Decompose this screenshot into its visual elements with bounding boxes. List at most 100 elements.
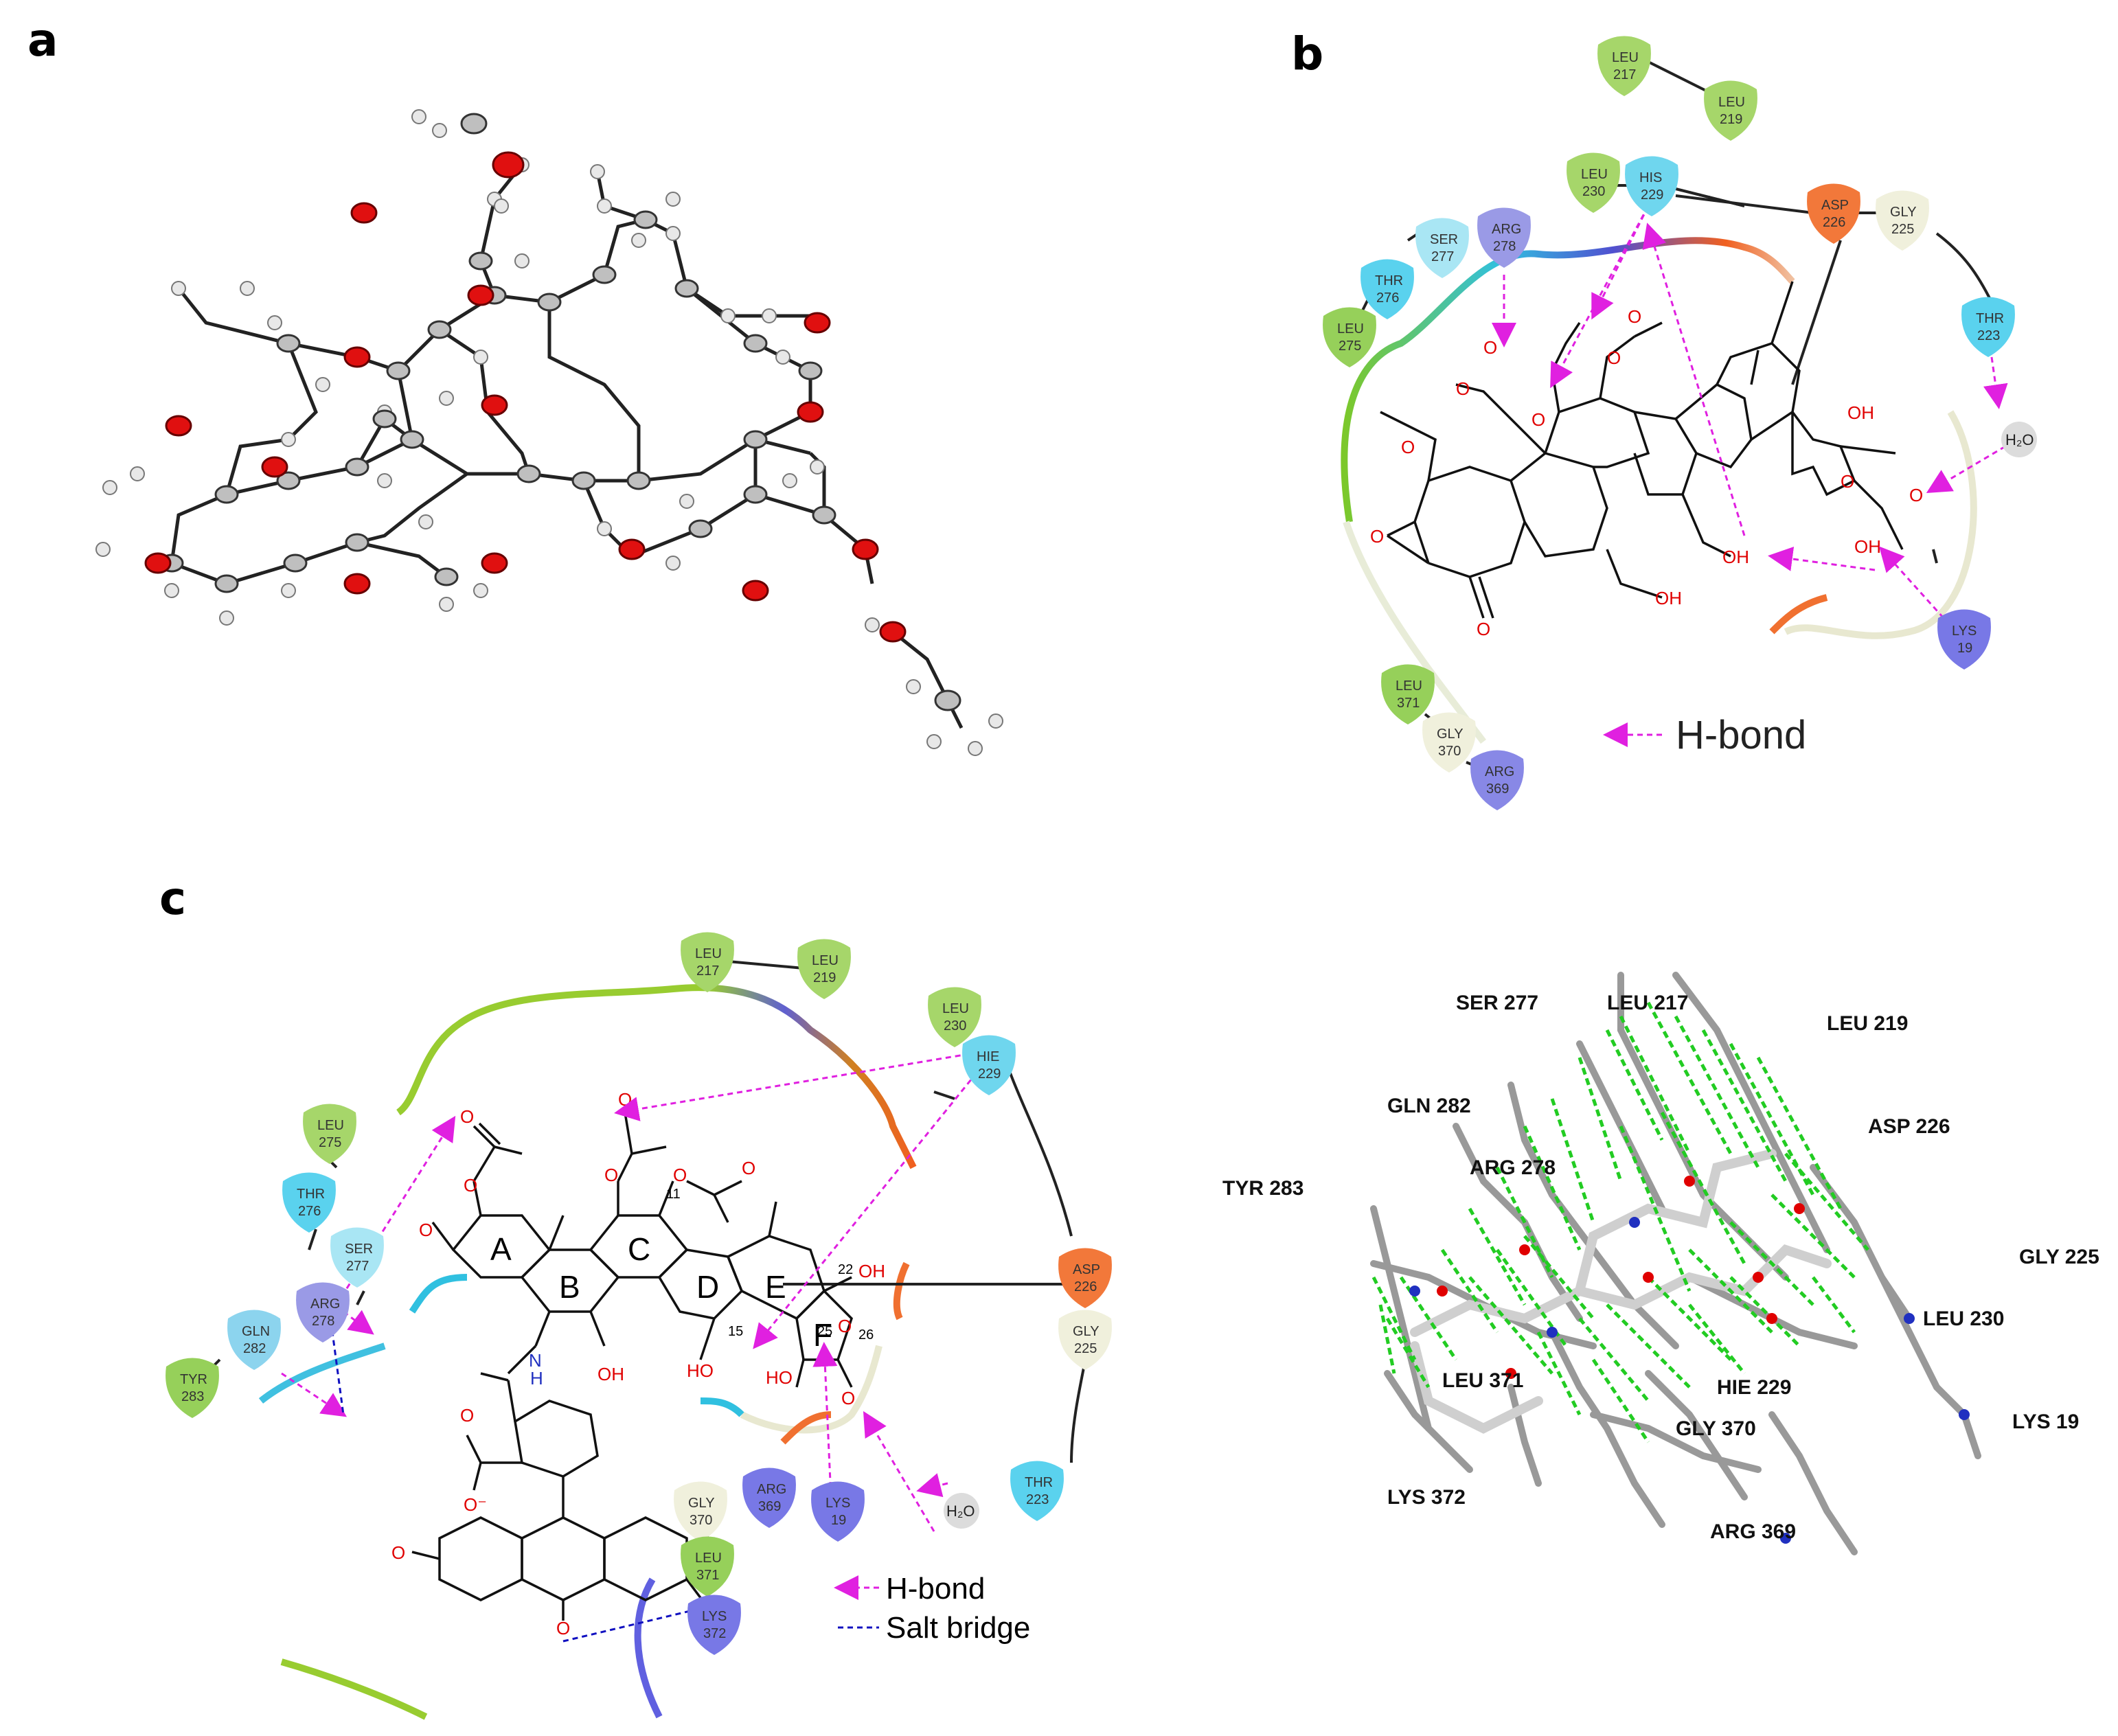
residue-arg-278: ARG 278: [296, 1282, 350, 1343]
svg-text:O: O: [391, 1542, 405, 1563]
residue-ser-277: SER 277: [330, 1227, 384, 1288]
svg-text:OH: OH: [1722, 547, 1749, 567]
svg-text:O: O: [1607, 347, 1621, 368]
svg-text:HIS: HIS: [1639, 170, 1662, 185]
pocket-ribbon-bottom-blue: [634, 1577, 663, 1719]
panel-label-a: a: [27, 14, 58, 67]
legend-b: H-bond: [1603, 713, 1806, 757]
svg-text:H: H: [530, 1368, 543, 1389]
svg-text:GLY: GLY: [1890, 205, 1917, 220]
svg-text:TYR: TYR: [180, 1372, 207, 1387]
residue-thr-276: THR 276: [282, 1172, 336, 1233]
residue-arg-278: ARG 278: [1477, 207, 1531, 268]
pocket-ribbon-right: [1784, 410, 1977, 639]
svg-text:O: O: [1456, 378, 1470, 399]
svg-text:OH: OH: [1854, 536, 1881, 557]
residue-leu-230: LEU 230: [928, 987, 981, 1047]
svg-text:GLN: GLN: [242, 1324, 270, 1339]
hbond-arrows: [281, 1049, 990, 1532]
residue-gly-225: GLY 225: [1058, 1310, 1112, 1370]
svg-text:LYS 372: LYS 372: [1387, 1486, 1466, 1509]
svg-text:ARG: ARG: [1485, 764, 1514, 779]
residue-leu-219: LEU 219: [797, 939, 851, 999]
residue-arg-369: ARG 369: [742, 1467, 796, 1528]
svg-text:Salt bridge: Salt bridge: [886, 1611, 1030, 1645]
panel-label-c: c: [159, 872, 187, 925]
atom-numbers: 11 15 22 25 26: [666, 1187, 874, 1343]
svg-text:O: O: [742, 1158, 755, 1178]
panel-b-interaction-diagram: O O O O O O O O OH OH OH OH O O H₂O LEU …: [1323, 36, 2037, 810]
svg-text:LEU 219: LEU 219: [1827, 1012, 1908, 1035]
svg-text:C: C: [628, 1231, 650, 1267]
svg-text:223: 223: [1026, 1492, 1049, 1507]
svg-text:LEU: LEU: [812, 953, 839, 968]
residue-leu-230: LEU 230: [1567, 152, 1620, 213]
svg-text:O: O: [1401, 437, 1415, 457]
svg-text:A: A: [490, 1231, 512, 1267]
hbond-arrows: [1492, 205, 2008, 619]
svg-text:THR: THR: [1025, 1475, 1053, 1490]
svg-text:11: 11: [666, 1187, 681, 1202]
svg-text:277: 277: [346, 1259, 369, 1274]
svg-text:19: 19: [1957, 641, 1972, 656]
svg-text:275: 275: [319, 1135, 341, 1150]
svg-text:229: 229: [978, 1066, 1001, 1082]
svg-text:226: 226: [1074, 1279, 1097, 1294]
residue-thr-276: THR 276: [1360, 259, 1414, 319]
svg-text:O: O: [618, 1089, 632, 1110]
svg-text:GLN 282: GLN 282: [1387, 1095, 1471, 1117]
legend-c: H-bond Salt bridge: [834, 1572, 1030, 1645]
svg-text:LEU: LEU: [1396, 678, 1422, 694]
svg-text:O: O: [1483, 337, 1497, 358]
svg-text:LEU: LEU: [695, 1551, 722, 1566]
svg-text:369: 369: [758, 1499, 781, 1514]
svg-text:O: O: [1477, 619, 1490, 639]
svg-text:H-bond: H-bond: [886, 1572, 985, 1606]
svg-text:275: 275: [1339, 339, 1361, 354]
svg-text:OH: OH: [1847, 402, 1874, 423]
svg-text:22: 22: [838, 1262, 853, 1277]
svg-text:O: O: [419, 1220, 433, 1240]
svg-text:LEU: LEU: [317, 1118, 344, 1133]
svg-text:ARG: ARG: [1492, 222, 1521, 237]
svg-text:SER: SER: [345, 1242, 373, 1257]
svg-text:276: 276: [298, 1204, 321, 1219]
svg-text:O: O: [556, 1618, 570, 1638]
svg-text:LEU: LEU: [1612, 50, 1639, 65]
svg-text:LEU: LEU: [942, 1001, 969, 1016]
svg-text:219: 219: [1720, 112, 1742, 127]
svg-text:15: 15: [728, 1324, 743, 1339]
svg-text:O⁻: O⁻: [464, 1494, 487, 1515]
crystal-carbons: [159, 113, 961, 711]
residue-leu-275: LEU 275: [303, 1104, 356, 1164]
svg-text:217: 217: [696, 963, 719, 979]
panel-label-b: b: [1291, 27, 1324, 80]
svg-text:O: O: [673, 1165, 687, 1185]
atom-highlights: [1409, 1176, 1970, 1544]
svg-text:H₂O: H₂O: [2005, 431, 2034, 448]
svg-text:O: O: [460, 1405, 474, 1426]
residue-thr-223: THR 223: [1010, 1461, 1064, 1521]
water-molecule: H₂O: [2001, 422, 2037, 457]
svg-text:HO: HO: [687, 1360, 714, 1381]
residue-leu-371: LEU 371: [681, 1536, 734, 1597]
svg-text:GLY 225: GLY 225: [2019, 1246, 2099, 1268]
svg-text:N: N: [529, 1350, 542, 1371]
svg-text:26: 26: [858, 1327, 874, 1343]
svg-text:E: E: [765, 1269, 786, 1305]
salt-bridges: [328, 1311, 708, 1643]
panel-3d-binding-pose: SER 277 LEU 217 LEU 219 GLN 282 ASP 226 …: [1222, 972, 2099, 1555]
svg-text:THR: THR: [1976, 311, 2004, 326]
svg-text:225: 225: [1891, 222, 1914, 237]
pocket-ribbon-left: [258, 1343, 386, 1404]
svg-text:LEU 230: LEU 230: [1923, 1307, 2004, 1330]
svg-text:H₂O: H₂O: [946, 1503, 975, 1520]
svg-text:O: O: [604, 1165, 618, 1185]
svg-text:B: B: [559, 1269, 580, 1305]
svg-text:GLY: GLY: [1073, 1324, 1100, 1339]
svg-text:HIE: HIE: [977, 1049, 999, 1064]
svg-text:25: 25: [817, 1324, 832, 1339]
residue-asp-226: ASP 226: [1058, 1248, 1112, 1308]
svg-text:277: 277: [1431, 249, 1454, 264]
svg-text:370: 370: [1438, 744, 1461, 759]
